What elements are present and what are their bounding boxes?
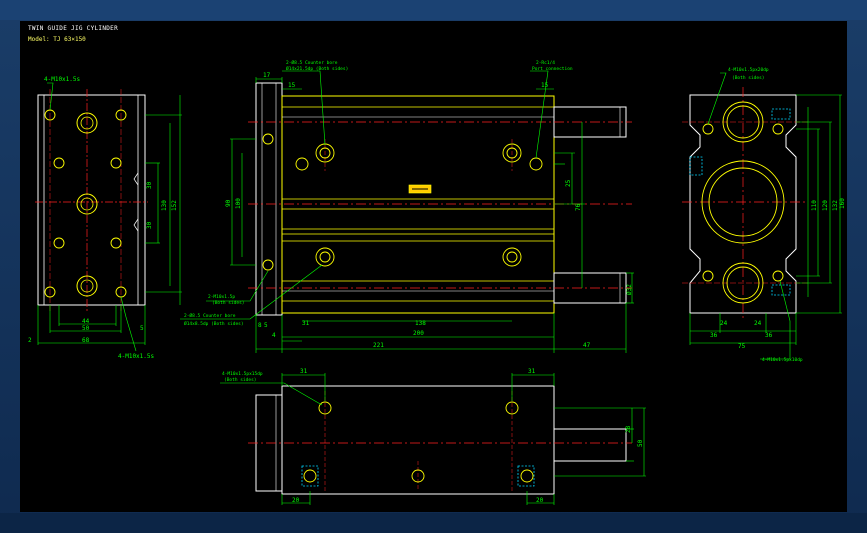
- front-dim-90: 90: [225, 199, 232, 207]
- left-dim-5: 5: [140, 325, 144, 332]
- bottom-dim-31b: 31: [528, 368, 536, 375]
- front-dim-17: 17: [263, 72, 271, 79]
- left-dim-130: 130: [161, 200, 168, 211]
- right-dim-75: 75: [738, 343, 746, 350]
- bottom-callout-holes2: (Both sides): [224, 377, 257, 383]
- right-dim-160: 160: [839, 198, 846, 209]
- front-callout-rc2: Port connection: [532, 66, 573, 72]
- front-dim-138: 138: [415, 320, 426, 327]
- front-view: 17 15 15 25 76 90 100 Ø32 8 5 4 31 138 2…: [180, 59, 634, 353]
- bottom-dim-20a: 20: [292, 497, 300, 504]
- model-label: Model: TJ 63×150: [28, 36, 86, 43]
- front-callout-rc: 2-Rc1/4: [536, 60, 555, 66]
- cad-drawing: 30 30 130 152 44 50 68 2 5 4-M10x1.5s 4-…: [28, 59, 846, 505]
- front-callout-cbore-a2: Ø14x21.5dp (Both sides): [286, 65, 348, 72]
- front-callout-m10: 2-M10x1.5p: [208, 294, 235, 300]
- front-dim-5: 5: [264, 322, 268, 329]
- front-callout-cbore-b: 2-Ø8.5 Counter bore: [184, 312, 236, 319]
- left-end-view: 30 30 130 152 44 50 68 2 5 4-M10x1.5s 4-…: [28, 76, 182, 360]
- right-dim-36a: 36: [710, 332, 718, 339]
- right-end-view: 110 120 132 160 24 24 36 36 75 4-M10x1.5…: [682, 67, 846, 363]
- bottom-view: 31 31 28 50 20 20 4-M10x1.5px15dp (Both …: [220, 368, 646, 505]
- right-callout-top: 4-M10x1.5px20dp: [728, 67, 769, 73]
- left-dim-152: 152: [171, 200, 178, 211]
- front-dim-200: 200: [413, 330, 424, 337]
- right-dim-36b: 36: [765, 332, 773, 339]
- left-dim-2: 2: [28, 337, 32, 344]
- right-dim-110: 110: [811, 200, 818, 211]
- bottom-bevel: [0, 513, 867, 533]
- right-dim-24a: 24: [720, 320, 728, 327]
- front-callout-cbore-b2: Ø14x8.5dp (Both sides): [184, 320, 244, 327]
- left-dim-44: 44: [82, 318, 90, 325]
- front-dim-100: 100: [235, 198, 242, 209]
- front-dim-31: 31: [302, 320, 310, 327]
- right-dim-132: 132: [832, 200, 839, 211]
- drawing-canvas[interactable]: TWIN GUIDE JIG CYLINDER Model: TJ 63×150: [20, 21, 847, 512]
- right-dim-24b: 24: [754, 320, 762, 327]
- top-bevel: [0, 0, 867, 20]
- front-dim-47: 47: [583, 342, 591, 349]
- front-dim-221: 221: [373, 342, 384, 349]
- bottom-callout-holes: 4-M10x1.5px15dp: [222, 371, 263, 377]
- front-callout-m10b: (Both sides): [212, 300, 245, 306]
- right-dim-120: 120: [822, 200, 829, 211]
- left-callout-bottom: 4-M10x1.5s: [118, 353, 155, 360]
- left-dim-50: 50: [82, 325, 90, 332]
- left-callout-top: 4-M10x1.5s: [44, 76, 81, 83]
- front-dim-4: 4: [272, 332, 276, 339]
- bottom-dim-50: 50: [637, 439, 644, 447]
- front-callout-cbore-a: 2-Ø8.5 Counter bore: [286, 59, 338, 66]
- bottom-dim-28: 28: [625, 425, 632, 433]
- front-dim-8: 8: [258, 322, 262, 329]
- bottom-dim-31a: 31: [300, 368, 308, 375]
- front-dim-15b: 15: [541, 82, 549, 89]
- right-callout-bottom: 4-M10x1.5px10dp: [762, 357, 803, 363]
- front-dim-15a: 15: [288, 82, 296, 89]
- right-callout-top2: (Both sides): [732, 75, 765, 81]
- left-dim-30b: 30: [146, 221, 153, 229]
- front-dim-25: 25: [565, 179, 572, 187]
- left-dim-30a: 30: [146, 181, 153, 189]
- bottom-dim-20b: 20: [536, 497, 544, 504]
- front-dim-phi: Ø32: [626, 284, 633, 295]
- drawing-title: TWIN GUIDE JIG CYLINDER: [28, 25, 118, 32]
- left-dim-68: 68: [82, 337, 90, 344]
- front-dim-76: 76: [575, 203, 582, 211]
